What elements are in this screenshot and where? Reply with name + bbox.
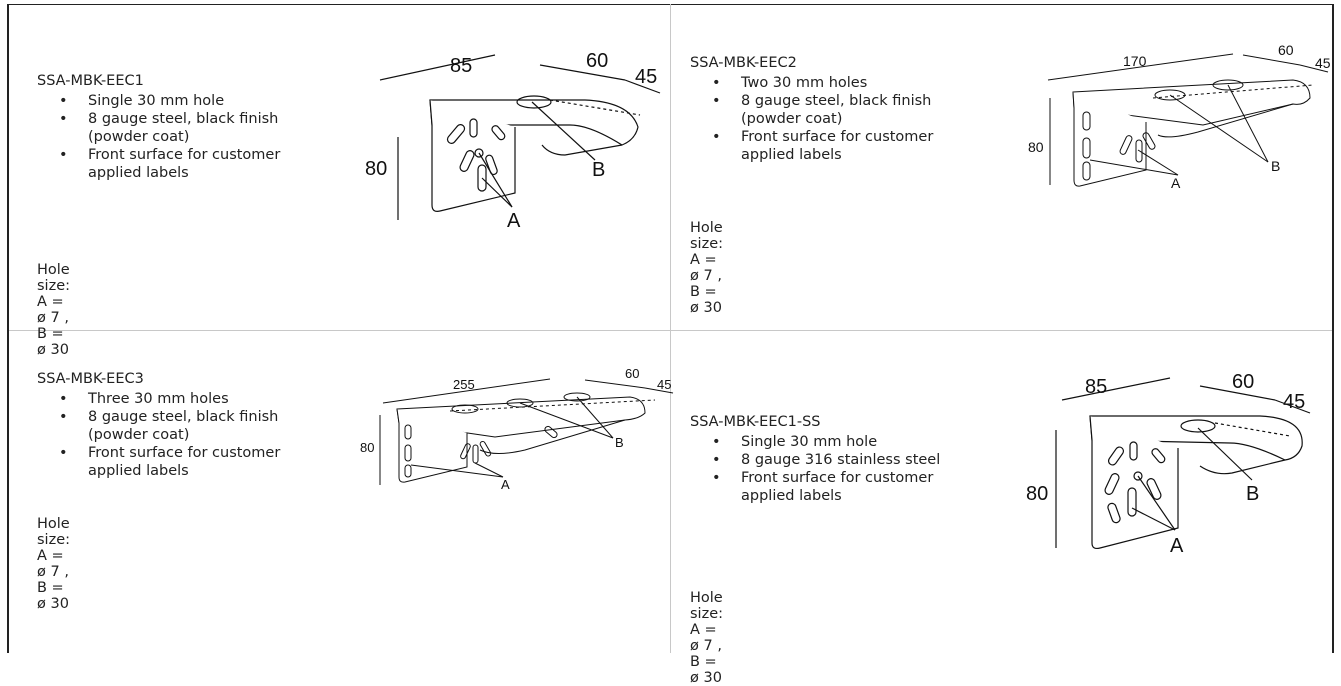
- dim-height: 80: [360, 440, 374, 455]
- feature-list: Single 30 mm hole 8 gauge 316 stainless …: [690, 433, 1030, 505]
- product-description: SSA-MBK-EEC1 Single 30 mm hole 8 gauge s…: [37, 72, 337, 182]
- bracket-drawing: 85 60 45 80 B A: [365, 50, 661, 232]
- dim-depth: 60: [586, 50, 608, 72]
- feature-list: Two 30 mm holes 8 gauge steel, black fin…: [690, 74, 1020, 164]
- hole-size-text: Hole size: A = ø 7 , B = ø 30: [690, 220, 724, 316]
- callout-a: A: [1171, 175, 1181, 191]
- hole-size-text: Hole size: A = ø 7 , B = ø 30: [690, 590, 724, 686]
- dim-width: 85: [450, 55, 472, 77]
- feature-item: Front surface for customer applied label…: [690, 128, 991, 164]
- bracket-drawing: 170 60 45 80 B A: [1028, 42, 1331, 191]
- callout-b: B: [1246, 483, 1259, 505]
- callout-a: A: [501, 477, 510, 492]
- feature-item: Front surface for customer applied label…: [37, 146, 338, 182]
- bracket-drawing: 255 60 45 80 B A: [360, 366, 674, 492]
- dim-offset: 45: [1283, 391, 1305, 413]
- dim-offset: 45: [657, 377, 671, 392]
- dim-depth: 60: [1278, 42, 1294, 58]
- feature-item: Three 30 mm holes: [37, 390, 357, 408]
- bracket-drawing: 85 60 45 80 B A: [1026, 371, 1311, 557]
- feature-item: Front surface for customer applied label…: [690, 469, 991, 505]
- callout-a: A: [507, 210, 521, 232]
- model-name: SSA-MBK-EEC1: [37, 73, 144, 89]
- feature-item: Two 30 mm holes: [690, 74, 1020, 92]
- feature-item: 8 gauge steel, black finish (powder coat…: [37, 408, 338, 444]
- column-divider: [670, 4, 671, 653]
- callout-b: B: [615, 435, 624, 450]
- row-divider: [9, 330, 1332, 331]
- dim-depth: 60: [1232, 371, 1254, 393]
- dim-width: 85: [1085, 376, 1107, 398]
- model-name: SSA-MBK-EEC1-SS: [690, 414, 821, 430]
- feature-item: Single 30 mm hole: [690, 433, 1030, 451]
- model-name: SSA-MBK-EEC3: [37, 371, 144, 387]
- hole-size-text: Hole size: A = ø 7 , B = ø 30: [37, 516, 71, 612]
- feature-item: Single 30 mm hole: [37, 92, 337, 110]
- dim-offset: 45: [635, 66, 657, 88]
- feature-list: Single 30 mm hole 8 gauge steel, black f…: [37, 92, 337, 182]
- product-description: SSA-MBK-EEC3 Three 30 mm holes 8 gauge s…: [37, 370, 357, 480]
- dim-height: 80: [365, 158, 387, 180]
- hole-size-text: Hole size: A = ø 7 , B = ø 30: [37, 262, 71, 358]
- feature-item: Front surface for customer applied label…: [37, 444, 338, 480]
- dim-height: 80: [1028, 139, 1044, 155]
- dim-height: 80: [1026, 483, 1048, 505]
- feature-item: 8 gauge steel, black finish (powder coat…: [37, 110, 338, 146]
- dim-width: 255: [453, 377, 475, 392]
- feature-item: 8 gauge steel, black finish (powder coat…: [690, 92, 991, 128]
- model-name: SSA-MBK-EEC2: [690, 55, 797, 71]
- callout-b: B: [1271, 158, 1280, 174]
- feature-item: 8 gauge 316 stainless steel: [690, 451, 1030, 469]
- dim-offset: 45: [1315, 55, 1331, 71]
- dim-width: 170: [1123, 53, 1147, 69]
- dim-depth: 60: [625, 366, 639, 381]
- callout-b: B: [592, 159, 605, 181]
- product-description: SSA-MBK-EEC1-SS Single 30 mm hole 8 gaug…: [690, 413, 1030, 505]
- feature-list: Three 30 mm holes 8 gauge steel, black f…: [37, 390, 357, 480]
- callout-a: A: [1170, 535, 1184, 557]
- product-description: SSA-MBK-EEC2 Two 30 mm holes 8 gauge ste…: [690, 54, 1020, 164]
